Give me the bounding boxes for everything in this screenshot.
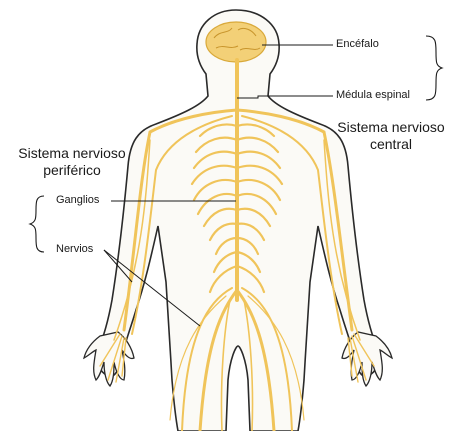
- label-sistema-central: Sistema nervioso central: [328, 119, 454, 153]
- right-hand: [342, 332, 392, 386]
- label-medula-espinal: Médula espinal: [336, 89, 410, 101]
- label-ganglios: Ganglios: [56, 194, 99, 206]
- label-encefalo: Encéfalo: [336, 38, 379, 50]
- brace-central: [426, 36, 442, 100]
- label-periferico-line2: periférico: [2, 162, 142, 179]
- brace-periferico: [30, 196, 44, 252]
- label-sistema-periferico: Sistema nervioso periférico: [2, 145, 142, 179]
- label-central-line2: central: [328, 136, 454, 153]
- label-nervios: Nervios: [56, 243, 93, 255]
- brain: [206, 22, 266, 62]
- label-periferico-line1: Sistema nervioso: [2, 145, 142, 162]
- label-central-line1: Sistema nervioso: [328, 119, 454, 136]
